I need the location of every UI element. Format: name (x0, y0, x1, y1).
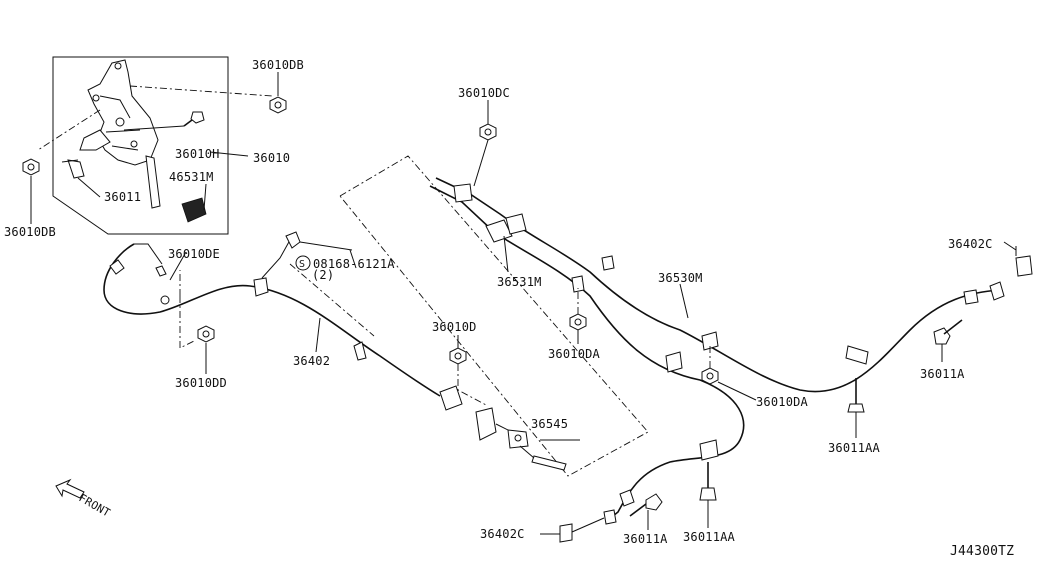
nut-36010DA-lower-icon (701, 344, 757, 401)
pedal-pad-46531M (181, 197, 207, 223)
pedal-assembly-frame (52, 56, 229, 235)
label-36010DC: 36010DC (458, 86, 510, 100)
front-label: FRONT (77, 491, 113, 519)
label-46531M: 46531M (169, 170, 214, 184)
rear-cable-36530M (429, 177, 1005, 525)
nut-36010DB-right-icon (269, 72, 287, 114)
circled-s-icon: S (295, 255, 311, 271)
label-36010DB-top: 36010DB (252, 58, 304, 72)
bolt-36010H-icon (183, 111, 205, 127)
label-36011AA-upper: 36011AA (828, 441, 881, 455)
label-bolt-spec: 08168-6121A (313, 257, 395, 271)
equalizer-36545 (519, 439, 580, 471)
nut-36010DC-icon (473, 100, 497, 187)
label-36011A-upper: 36011A (920, 367, 965, 381)
label-36402C-lower: 36402C (480, 527, 525, 541)
label-36010DE: 36010DE (168, 247, 220, 261)
label-36010H: 36010H (175, 147, 220, 161)
label-36010DD: 36010DD (175, 376, 227, 390)
label-36010: 36010 (253, 151, 290, 165)
cable-end-36402C-upper-icon (1003, 241, 1033, 277)
pedal-assembly-group (37, 56, 273, 235)
cable-end-36402C-lower-icon (540, 517, 605, 543)
bolt-36011AA-lower-icon (699, 462, 717, 528)
nut-36010DB-left-icon (22, 158, 40, 224)
diagram-code: J44300TZ (950, 544, 1014, 559)
svg-text:S: S (299, 259, 305, 270)
bolt-36011AA-upper-icon (847, 378, 865, 438)
pedal-bracket (87, 59, 159, 166)
label-36402C-upper: 36402C (948, 237, 993, 251)
label-36545: 36545 (531, 417, 568, 431)
equalizer-detail-outline (339, 155, 649, 477)
label-36011: 36011 (104, 190, 141, 204)
front-cable-36402 (103, 231, 529, 449)
label-36010DA-upper: 36010DA (548, 347, 601, 361)
front-arrow-icon: FRONT (55, 478, 113, 520)
bolt-36011A-lower-icon (629, 493, 663, 530)
switch-36011 (67, 159, 85, 179)
nut-36010DA-upper-icon (569, 288, 587, 344)
label-36530M: 36530M (658, 271, 703, 285)
nut-36010DD-icon (197, 325, 215, 374)
label-36011A-lower: 36011A (623, 532, 668, 546)
nut-36010D-icon (449, 335, 489, 407)
label-36531M: 36531M (497, 275, 542, 289)
label-36010DB-left: 36010DB (4, 225, 56, 239)
label-36010DA-lower: 36010DA (756, 395, 809, 409)
pedal-arm (145, 155, 161, 209)
label-36010D: 36010D (432, 320, 477, 334)
label-bolt-spec-qty: (2) (312, 268, 334, 282)
label-36011AA-lower: 36011AA (683, 530, 736, 544)
label-36402: 36402 (293, 354, 330, 368)
bolt-36011A-upper-icon (933, 319, 963, 362)
